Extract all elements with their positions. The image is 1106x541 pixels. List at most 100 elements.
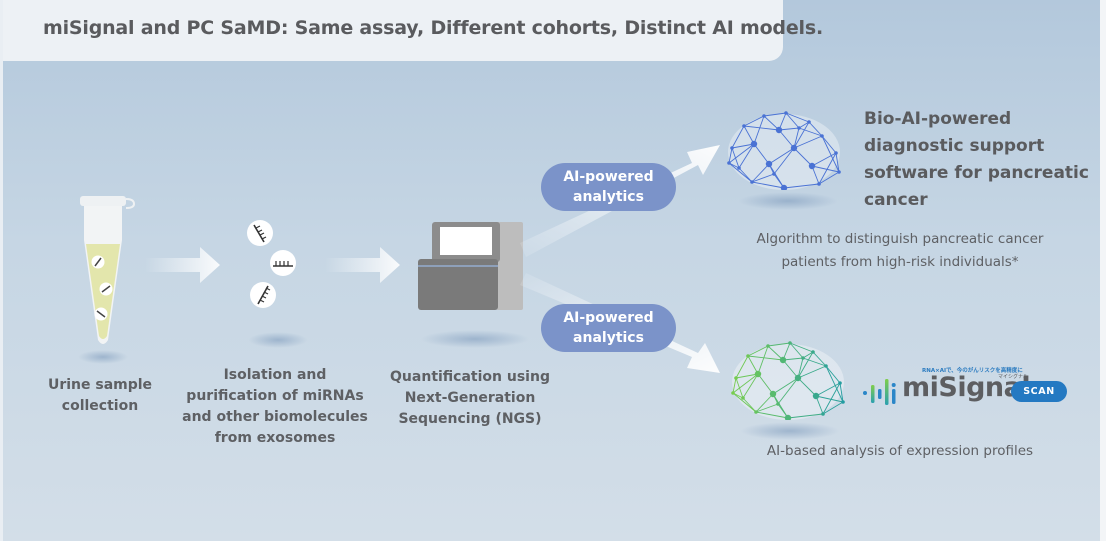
brain-edge [811,165,820,185]
left-edge [0,0,3,541]
flow-arrow-2 [325,247,400,283]
brain-node [797,126,801,130]
step-label-isolation: Isolation and purification of miRNAs and… [180,365,370,449]
brain-node [841,400,845,404]
brain-edge [822,401,844,415]
brain-shadow [740,422,840,440]
brain-edge [782,359,799,379]
brain-edge [797,377,817,397]
brain-node [772,172,776,176]
brain-edge [738,143,755,169]
brain-node [779,356,787,364]
brain-edge [785,112,810,123]
label-line: Quantification using [390,369,550,385]
brain-edge [747,345,769,357]
product-title-pc-samd: Bio-AI-powered diagnostic support softwa… [864,106,1089,214]
mirna-bubble [270,250,296,276]
label-line: from exosomes [214,430,336,446]
brain-edge [732,373,759,394]
page-title: miSignal and PC SaMD: Same assay, Differ… [43,17,823,39]
brain-edge [778,129,795,149]
brain-edge [825,365,841,384]
logo-kana: マイシグナル [998,374,1029,380]
step-label-urine: Urine sample collection [30,375,170,417]
brain-edge [755,393,774,413]
brain-edge [797,351,814,379]
brain-edge [773,147,795,175]
brain-edge [732,377,737,394]
brain-edge [839,382,844,403]
brain-edge [802,357,827,367]
pill-line: AI-powered [563,310,654,326]
desc-line: AI-based analysis of expression profiles [766,443,1034,459]
brain-node [746,354,750,358]
label-line: Isolation and [223,367,327,383]
label-line: Sequencing (NGS) [398,411,542,427]
brain-edge [797,365,827,379]
brain-edge [743,115,765,127]
brain-edge [815,382,841,397]
brain-edge [772,377,799,395]
brain-node [754,410,758,414]
brain-edge [815,395,844,403]
ai-analytics-pill-top: AI-powered analytics [541,163,676,211]
brain-edge [753,143,770,165]
brain-node [769,390,777,398]
brain-node [790,144,798,152]
desc-line: patients from high-risk individuals* [781,254,1019,270]
brain-edge [742,373,759,399]
brain-edge [815,395,824,415]
flow-arrow-1 [145,247,220,283]
brain-edge [755,403,779,413]
brain-node [794,374,802,382]
brain-node [742,124,746,128]
brain-edge [763,115,780,131]
title-line: software for pancreatic [864,163,1089,183]
title-line: cancer [864,190,928,210]
brain-node [750,180,754,184]
description-misignal: AI-based analysis of expression profiles [730,440,1070,463]
brain-edge [818,171,840,185]
brain-edge [728,162,753,183]
logo-tagline: RNA×AIで、今のがんリスクを高精度に [922,368,1023,374]
brain-edge [731,143,755,149]
brain-glow [728,114,840,190]
brain-edge [783,183,820,189]
brain-edge [735,355,749,379]
brain-node [750,140,758,148]
brain-node [821,412,825,416]
brain-edge [768,147,795,165]
brain-node [766,344,770,348]
brain-node [812,392,820,400]
signal-bars-icon [863,379,896,405]
label-line: Next-Generation [404,390,536,406]
pill-line: AI-powered [563,169,654,185]
brain-edge [808,121,823,137]
misignal-scan-logo: RNA×AIで、今のがんリスクを高精度に マイシグナル miSignal SCA… [862,366,1072,406]
brain-edge [802,351,814,359]
brain-edge [789,342,804,359]
brain-edge [731,125,745,149]
brain-edge [812,351,827,367]
brain-edge [767,345,784,361]
brain-node [788,341,792,345]
title-line: diagnostic support [864,136,1045,156]
brain-node [776,402,780,406]
brain-node [731,391,735,395]
header-banner: miSignal and PC SaMD: Same assay, Differ… [3,0,823,61]
brain-edge [778,127,800,131]
brain-edge [763,112,787,117]
brain-edge [782,357,804,361]
test-tube-icon [80,196,136,344]
brain-edge [755,411,789,419]
brain-edge [793,135,823,149]
brain-shadow [738,192,838,210]
brain-edge [777,377,799,405]
brain-edge [751,163,770,183]
brain-edge [821,135,840,173]
brain-edge [825,365,844,403]
sequencer-shadow [420,330,530,348]
description-pc-samd: Algorithm to distinguish pancreatic canc… [730,228,1070,274]
molecules-shadow [248,332,308,348]
tube-shadow [78,350,128,364]
